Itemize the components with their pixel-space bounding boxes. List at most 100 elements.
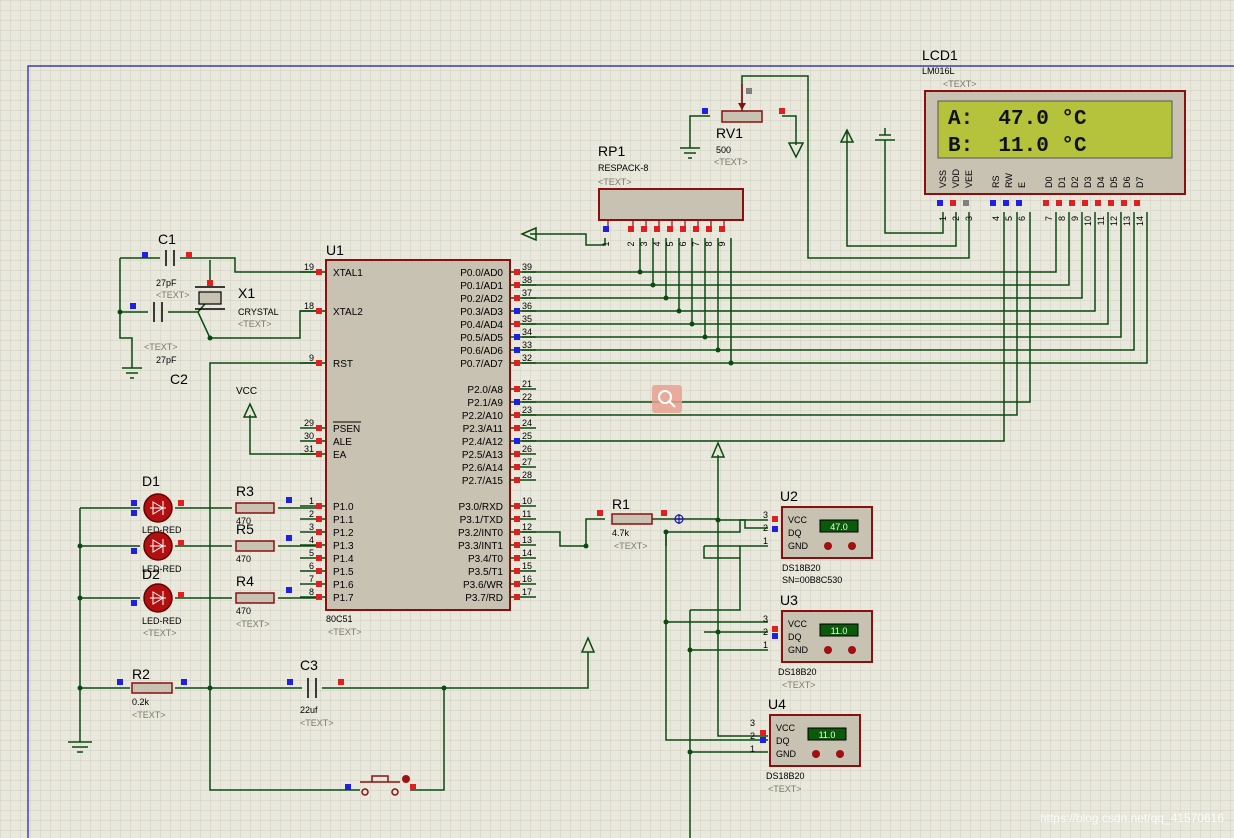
u2-dq-label: DQ xyxy=(788,528,802,538)
u2-vcc-label: VCC xyxy=(788,515,808,525)
lcd-pin-name: VSS xyxy=(938,170,948,188)
u1-left-pin-number: 4 xyxy=(309,535,314,545)
u1-left-pin-marker xyxy=(316,581,322,587)
r2-ref: R2 xyxy=(132,666,150,682)
u1-right-pin-name: P2.2/A10 xyxy=(462,411,504,422)
lcd-pin-marker xyxy=(990,200,996,206)
u4-vcc-label: VCC xyxy=(776,723,796,733)
u1-left-pin-number: 6 xyxy=(309,561,314,571)
u1-left-pin-number: 19 xyxy=(304,262,314,272)
c2-capacitor[interactable]: <TEXT> 27pF C2 xyxy=(130,302,188,387)
rv1-potentiometer[interactable]: RV1 500 <TEXT> xyxy=(702,84,785,167)
u3-button-down[interactable] xyxy=(824,646,832,654)
r5-resistor[interactable]: R5 470 xyxy=(235,521,292,564)
u1-right-pin-number: 17 xyxy=(522,587,532,597)
lcd-pin-name: D6 xyxy=(1122,176,1132,188)
vcc-arrow-lcd xyxy=(839,128,855,143)
r1-resistor[interactable]: R1 4.7k <TEXT> xyxy=(597,496,684,551)
u1-right-pin-marker xyxy=(514,386,520,392)
u2-button-down[interactable] xyxy=(824,542,832,550)
u2-pin3-num: 3 xyxy=(763,510,768,520)
u3-pin3-num: 3 xyxy=(763,614,768,624)
u1-right-pin-marker xyxy=(514,425,520,431)
u1-left-pin-marker xyxy=(316,516,322,522)
vcc-arrow-ds18b20 xyxy=(710,441,726,458)
u1-right-pin-marker xyxy=(514,555,520,561)
r2-resistor[interactable]: R2 0.2k <TEXT> xyxy=(117,666,187,720)
c3-value: 22uf xyxy=(300,705,318,715)
u1-left-pin-number: 9 xyxy=(309,353,314,363)
sheet-border xyxy=(27,65,1234,838)
lcd-screen xyxy=(937,100,1173,159)
u1-right-pin-number: 12 xyxy=(522,522,532,532)
u1-left-pin-marker xyxy=(316,594,322,600)
u4-ds18b20[interactable]: U4 11.0 DS18B20 <TEXT> VCC DQ GND 3 2 1 xyxy=(750,696,861,794)
u1-left-pin-number: 2 xyxy=(309,509,314,519)
lcd-pin-name: VEE xyxy=(964,170,974,188)
r4-value: 470 xyxy=(236,606,251,616)
d2-led[interactable]: LED-RED D2 xyxy=(142,531,182,582)
u1-right-pin-marker xyxy=(514,451,520,457)
u1-left-pin-name: XTAL2 xyxy=(333,307,363,318)
vcc-symbol xyxy=(242,402,258,418)
u1-right-pin-number: 25 xyxy=(522,431,532,441)
u1-right-pin-name: P0.1/AD1 xyxy=(460,281,503,292)
u4-gnd-label: GND xyxy=(776,749,797,759)
u1-right-pin-marker xyxy=(514,321,520,327)
u1-left-pin-marker xyxy=(316,529,322,535)
rv1-pin-1 xyxy=(702,108,708,114)
u1-right-pin-number: 11 xyxy=(522,509,531,519)
c2-ref: C2 xyxy=(170,371,188,387)
u2-button-up[interactable] xyxy=(848,542,856,550)
u3-pin2-num: 2 xyxy=(763,627,768,637)
d3-part: LED-RED xyxy=(142,616,182,626)
u1-right-pin-marker xyxy=(514,542,520,548)
u3-ds18b20[interactable]: U3 11.0 DS18B20 <TEXT> VCC DQ GND 3 2 1 xyxy=(763,592,873,690)
d1-part: LED-RED xyxy=(142,525,182,535)
lcd-pin-number: 8 xyxy=(1057,216,1067,221)
zoom-search-icon[interactable] xyxy=(652,385,682,413)
rp1-pin-marker xyxy=(693,226,699,232)
u2-ds18b20[interactable]: U2 47.0 DS18B20 SN=00B8C530 VCC DQ GND 3… xyxy=(763,488,873,585)
c2-value: 27pF xyxy=(156,355,177,365)
d1-symbol xyxy=(150,501,166,515)
r3-resistor[interactable]: R3 470 xyxy=(235,483,292,526)
rv1-text-placeholder: <TEXT> xyxy=(714,157,748,167)
lcd-pin-number: 10 xyxy=(1083,216,1093,226)
u4-button-down[interactable] xyxy=(812,750,820,758)
r1-pin-2 xyxy=(661,510,667,516)
d3-led[interactable]: LED-RED <TEXT> xyxy=(142,583,182,638)
u3-button-up[interactable] xyxy=(848,646,856,654)
u3-reading: 11.0 xyxy=(831,626,848,636)
c1-capacitor[interactable]: C1 27pF <TEXT> xyxy=(142,231,192,300)
u1-right-pin-marker xyxy=(514,568,520,574)
reset-pin-1 xyxy=(345,784,351,790)
lcd-pin-name: D3 xyxy=(1083,176,1093,188)
u1-right-pin-number: 22 xyxy=(522,392,532,402)
x1-crystal[interactable]: X1 CRYSTAL <TEXT> xyxy=(195,280,279,329)
u4-button-up[interactable] xyxy=(836,750,844,758)
r1-value: 4.7k xyxy=(612,528,630,538)
lcd-ref: LCD1 xyxy=(922,47,958,63)
rp1-pin-number: 3 xyxy=(639,241,649,246)
rv1-body xyxy=(721,110,763,123)
u4-display xyxy=(807,727,847,741)
u1-microcontroller[interactable]: U1 80C51 <TEXT> 19XTAL118XTAL29RST29PSEN… xyxy=(300,242,536,637)
r4-resistor[interactable]: R4 470 <TEXT> xyxy=(235,573,292,629)
d1-led[interactable]: D1 LED-RED xyxy=(142,473,182,535)
x1-body xyxy=(198,291,222,305)
c3-capacitor[interactable]: C3 22uf <TEXT> xyxy=(287,657,344,728)
u1-left-pin-marker xyxy=(316,555,322,561)
u1-left-pin-marker xyxy=(316,308,322,314)
reset-button[interactable] xyxy=(345,775,416,796)
ground-symbol-left xyxy=(68,741,92,753)
lcd1[interactable]: LCD1 LM016L <TEXT> A: 47.0 °C B: 11.0 °C… xyxy=(922,47,1186,226)
u1-text-placeholder: <TEXT> xyxy=(328,627,362,637)
r2-text-placeholder: <TEXT> xyxy=(132,710,166,720)
ground-symbol-lcd xyxy=(875,128,895,141)
u1-right-pin-marker xyxy=(514,334,520,340)
